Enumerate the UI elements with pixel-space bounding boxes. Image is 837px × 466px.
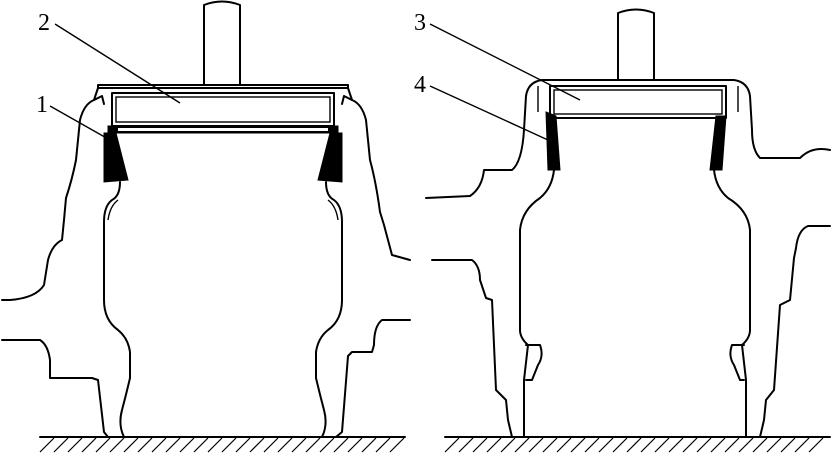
- ground-hatch-stroke: [165, 437, 181, 453]
- callout-label-4: 4: [414, 72, 426, 98]
- ground-hatch-stroke: [291, 437, 307, 453]
- ground-hatch-stroke: [137, 437, 153, 453]
- ground-hatch-stroke: [458, 437, 474, 453]
- ground-hatch-stroke: [235, 437, 251, 453]
- left-fixture-outer-left: [1, 87, 99, 301]
- ground-hatch-stroke: [500, 437, 516, 453]
- ground-hatch-stroke: [207, 437, 223, 453]
- ground-hatch-stroke: [95, 437, 111, 453]
- ground-hatch-stroke: [724, 437, 740, 453]
- right-pressing-plate: [549, 85, 727, 119]
- ground-hatch-stroke: [514, 437, 530, 453]
- leader-lines: [49, 23, 581, 141]
- left-assembly: [1, 0, 411, 438]
- ground-hatch-stroke: [444, 437, 460, 453]
- ground-hatch-stroke: [640, 437, 656, 453]
- ground-hatch-stroke: [67, 437, 83, 453]
- ground-hatch-stroke: [556, 437, 572, 453]
- ground-hatch-stroke: [528, 437, 544, 453]
- left-wedge-seal-left: [103, 132, 129, 183]
- ground-hatch-stroke: [277, 437, 293, 453]
- callout-label-3: 3: [414, 10, 426, 36]
- ground-hatch-stroke: [808, 437, 824, 453]
- ground-hatch-stroke: [375, 437, 391, 453]
- right-bottle-body: [519, 169, 555, 438]
- ground-hatch-stroke: [654, 437, 670, 453]
- ground-hatch-stroke: [682, 437, 698, 453]
- ground-hatch-stroke: [752, 437, 768, 453]
- left-fixture-outer-right: [347, 87, 411, 261]
- ground-hatch-stroke: [109, 437, 125, 453]
- ground-hatch-stroke: [766, 437, 782, 453]
- ground-hatch-stroke: [53, 437, 69, 453]
- ground-hatch-stroke: [81, 437, 97, 453]
- callout-label-1: 1: [36, 92, 48, 118]
- ground-left: [39, 436, 406, 453]
- ground-hatch-stroke: [263, 437, 279, 453]
- right-clip-right: [729, 344, 745, 381]
- ground-hatch-stroke: [598, 437, 614, 453]
- ground-hatch-stroke: [333, 437, 349, 453]
- ground-hatch-stroke: [221, 437, 237, 453]
- ground-hatch-stroke: [710, 437, 726, 453]
- ground-hatch-stroke: [123, 437, 139, 453]
- ground-hatch-stroke: [249, 437, 265, 453]
- ground-hatch-stroke: [151, 437, 167, 453]
- ground-hatch-stroke: [612, 437, 628, 453]
- left-pressing-plate: [111, 92, 335, 127]
- ground-hatch-stroke: [319, 437, 335, 453]
- ground-hatch-stroke: [542, 437, 558, 453]
- left-top-plate: [97, 84, 349, 89]
- ground-hatch-stroke: [389, 437, 405, 453]
- ground-hatch-stroke: [347, 437, 363, 453]
- left-bottle-body: [103, 181, 131, 438]
- right-assembly: [425, 8, 831, 438]
- ground-hatch-stroke: [696, 437, 712, 453]
- ground-hatch-stroke: [39, 437, 55, 453]
- callout-label-2: 2: [38, 10, 50, 36]
- right-fixture-outer-left: [431, 259, 513, 438]
- ground-hatch-stroke: [361, 437, 377, 453]
- ground-hatch-stroke: [794, 437, 810, 453]
- right-wedge-seal-right: [709, 115, 727, 171]
- ground-hatch-stroke: [570, 437, 586, 453]
- ground-hatch-stroke: [584, 437, 600, 453]
- right-wedge-seal-left: [545, 111, 561, 171]
- right-top-cap: [541, 79, 831, 159]
- ground-hatch-stroke: [486, 437, 502, 453]
- ground-right: [444, 436, 831, 453]
- ground-hatch-stroke: [738, 437, 754, 453]
- ground-hatch-stroke: [626, 437, 642, 453]
- right-clip-left: [525, 344, 543, 381]
- left-wedge-seal-right: [317, 132, 343, 183]
- ground-hatch-stroke: [305, 437, 321, 453]
- right-shaft: [617, 8, 655, 81]
- ground-hatch-stroke: [668, 437, 684, 453]
- left-shaft: [203, 0, 241, 86]
- right-fixture-outer-right: [759, 225, 831, 438]
- ground-hatch-stroke: [780, 437, 796, 453]
- ground-hatch-stroke: [472, 437, 488, 453]
- ground-hatch-stroke: [179, 437, 195, 453]
- ground-hatch-stroke: [193, 437, 209, 453]
